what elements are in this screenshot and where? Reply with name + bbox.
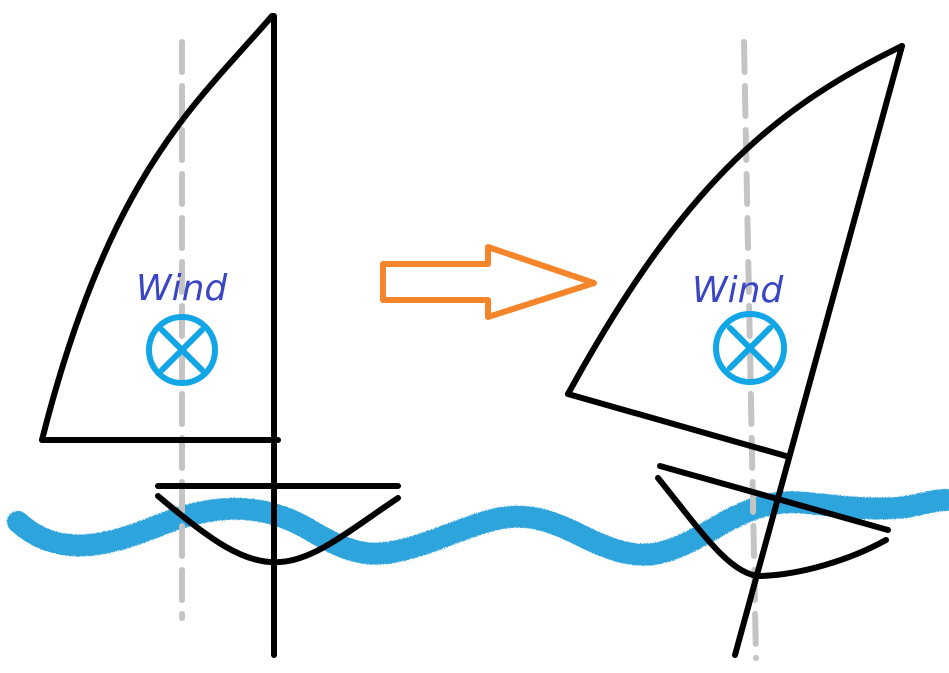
- hull: [155, 493, 401, 566]
- circle-x-icon: [146, 314, 218, 386]
- circle-x-icon: [713, 311, 787, 385]
- upright-boat: Wind: [39, 13, 401, 658]
- wind-label: Wind: [136, 268, 228, 309]
- boom: [565, 391, 789, 459]
- sail: [565, 43, 905, 397]
- wind-label: Wind: [692, 270, 784, 311]
- mast: [732, 43, 905, 658]
- deck-line: [657, 463, 891, 533]
- heeled-boat: Wind: [565, 39, 905, 661]
- sail: [39, 13, 275, 443]
- water-wave: [7, 489, 949, 566]
- right-arrow-icon: [380, 244, 597, 320]
- hull: [655, 475, 889, 580]
